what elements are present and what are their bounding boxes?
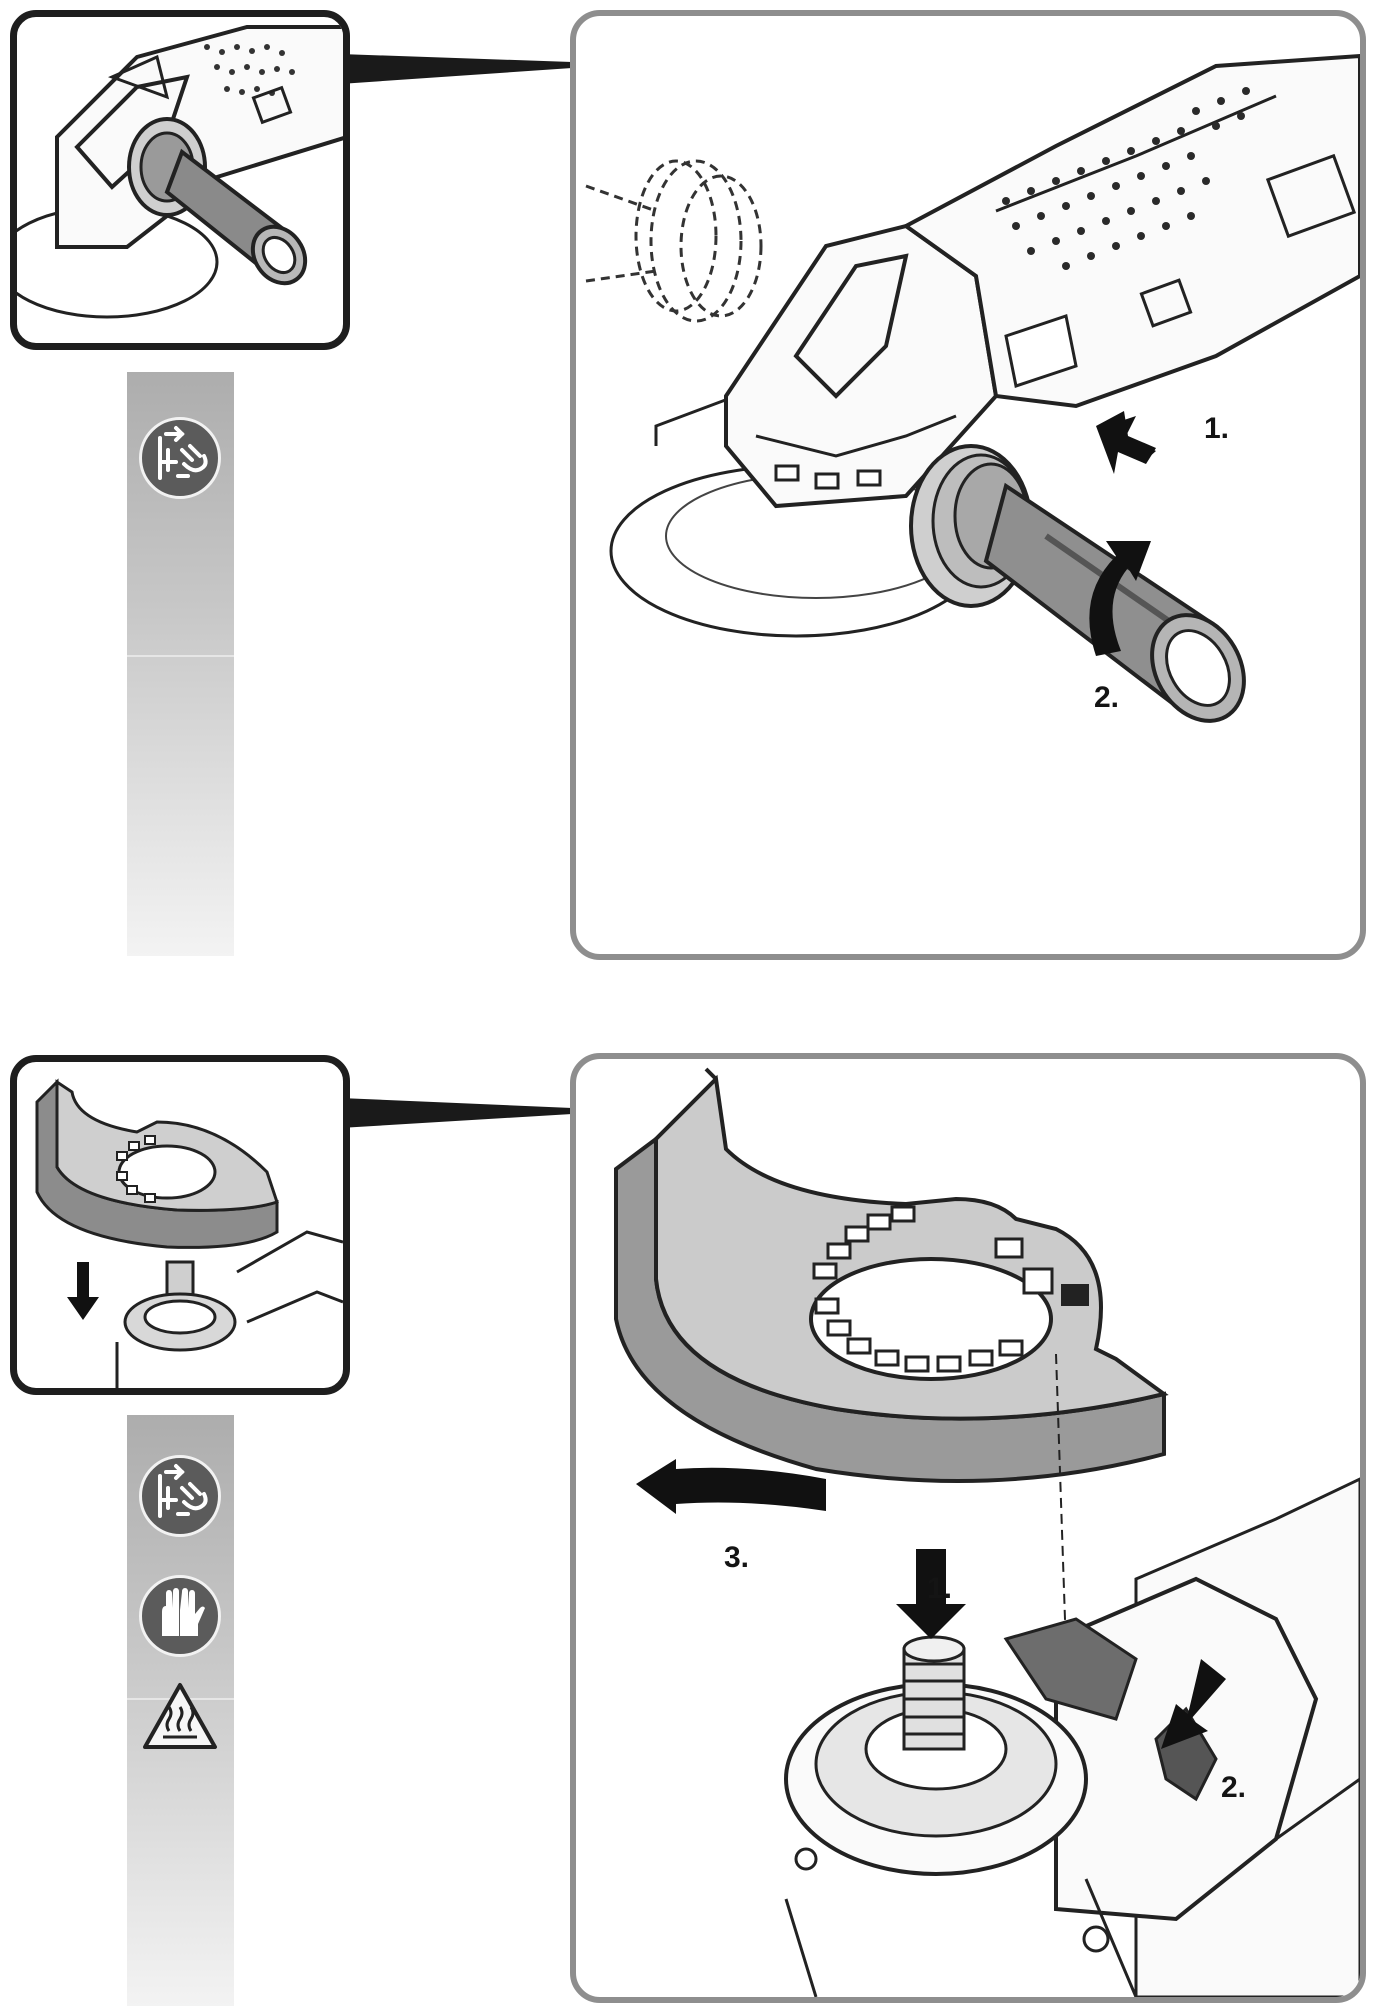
safety-icon-strip-bottom [127,1415,234,2006]
step-label-2: 2. [1221,1771,1247,1804]
hot-surface-warning-icon [139,1677,221,1759]
unplug-before-work-icon [139,417,221,499]
thumbnail-detail-top [10,10,350,350]
step-label-3: 3. [724,1541,750,1574]
callout-pointer-bottom [340,1098,572,1128]
unplug-before-work-icon [139,1455,221,1537]
safety-icon-strip-top [127,372,234,956]
wear-gloves-icon [139,1575,221,1657]
step-label-1: 1. [1204,412,1230,445]
step-label-2: 2. [1094,681,1120,714]
illustration-panel-top: 1. 2. [570,10,1366,960]
illustration-panel-bottom: 3. 1. 2. [570,1053,1366,2003]
callout-pointer-top [340,54,572,84]
thumbnail-detail-bottom [10,1055,350,1395]
step-label-1: 1. [927,1572,953,1605]
